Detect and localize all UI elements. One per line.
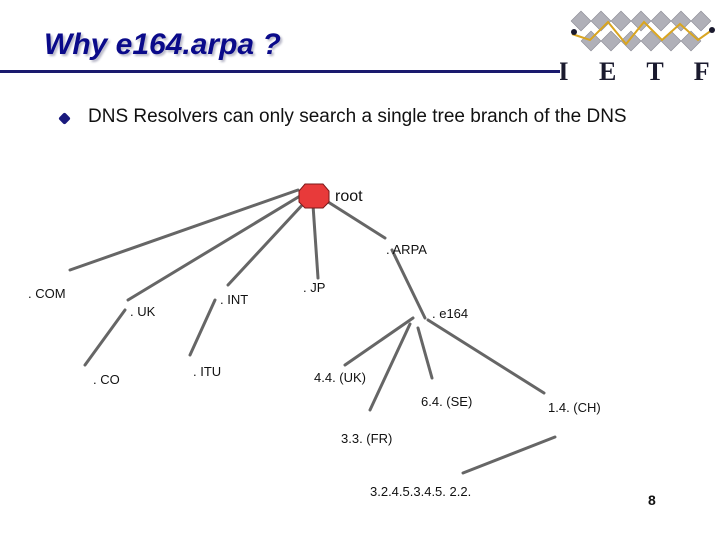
node-e164: . e164 <box>432 306 469 321</box>
node-co: . CO <box>93 372 120 387</box>
edge-e164-44 <box>343 316 415 367</box>
logo-zigzag-line <box>571 20 713 46</box>
node-com: . COM <box>28 286 66 301</box>
node-itu: . ITU <box>193 364 222 379</box>
edge-uk-co <box>83 308 127 367</box>
title-underline <box>0 70 560 73</box>
edge-root-jp <box>311 203 320 280</box>
node-uk: . UK <box>130 304 156 319</box>
edge-e164-14 <box>426 318 546 395</box>
node-int: . INT <box>220 292 249 307</box>
ietf-logo: I E T F <box>560 10 720 86</box>
edge-root-arpa <box>323 198 387 240</box>
node-root: root <box>335 188 363 205</box>
node-14-ch: 1.4. (CH) <box>548 400 601 415</box>
logo-tile-grid <box>570 10 712 52</box>
edge-e164-64 <box>416 326 434 380</box>
bullet-text: DNS Resolvers can only search a single t… <box>88 106 627 127</box>
node-33-fr: 3.3. (FR) <box>341 431 393 446</box>
node-full-number: 3.2.4.5.3.4.5. 2.2. <box>370 484 472 499</box>
logo-text: I E T F <box>560 57 720 86</box>
root-node <box>298 183 330 209</box>
page-number: 8 <box>648 492 656 508</box>
slide-title: Why e164.arpa ? <box>44 28 281 61</box>
edge-arpa-e164 <box>390 248 427 320</box>
edge-int-itu <box>188 298 217 357</box>
edge-14-full <box>461 435 557 475</box>
edge-root-int <box>226 200 307 287</box>
node-jp: . JP <box>303 280 326 295</box>
edge-root-uk <box>126 194 302 302</box>
node-arpa: . ARPA <box>386 242 427 257</box>
node-64-se: 6.4. (SE) <box>421 394 473 409</box>
edge-root-com <box>68 188 300 272</box>
node-44-uk: 4.4. (UK) <box>314 370 367 385</box>
edge-e164-33 <box>368 322 412 412</box>
